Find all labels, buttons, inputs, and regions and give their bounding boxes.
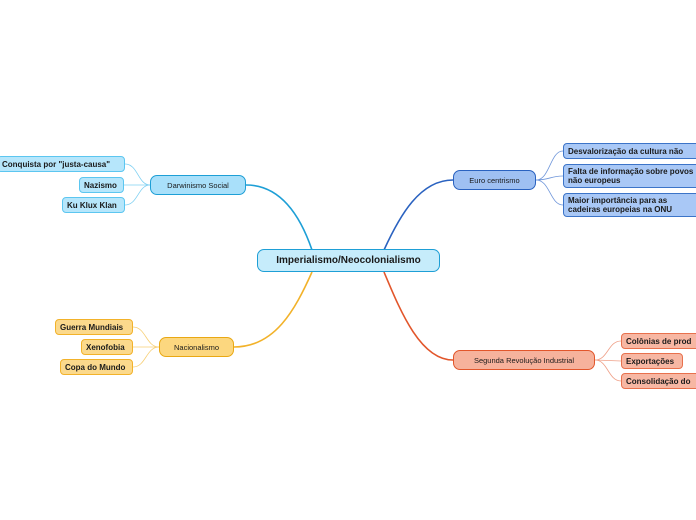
link-root-euro	[383, 179, 454, 251]
subtopic-nazismo[interactable]: Nazismo	[79, 177, 124, 193]
topic-nacionalismo[interactable]: Nacionalismo	[159, 337, 234, 357]
link-nacionalismo-0	[132, 326, 160, 348]
link-darwinismo-2	[124, 184, 151, 206]
subtopic-guerra-mundiais[interactable]: Guerra Mundiais	[55, 319, 133, 335]
subtopic-conquista[interactable]: Conquista por "justa-causa"	[0, 156, 125, 172]
root-topic[interactable]: Imperialismo/Neocolonialismo	[257, 249, 440, 272]
subtopic-xenofobia[interactable]: Xenofobia	[81, 339, 133, 355]
link-revolucao-2	[594, 359, 622, 382]
topic-euro-centrismo[interactable]: Euro centrismo	[453, 170, 536, 190]
link-darwinismo-0	[124, 163, 151, 186]
link-euro-2	[535, 179, 564, 206]
link-revolucao-1	[594, 359, 622, 362]
subtopic-maior-importancia[interactable]: Maior importância para as cadeiras europ…	[563, 193, 696, 217]
link-root-revolucao	[383, 271, 454, 361]
subtopic-desvalorizacao-cultura[interactable]: Desvalorização da cultura não	[563, 143, 696, 159]
subtopic-ku-klux-klan[interactable]: Ku Klux Klan	[62, 197, 125, 213]
link-nacionalismo-2	[132, 346, 160, 368]
subtopic-colonias-producao[interactable]: Colônias de prod	[621, 333, 696, 349]
subtopic-falta-informacao[interactable]: Falta de informação sobre povos não euro…	[563, 164, 696, 188]
link-root-darwinismo	[245, 184, 313, 251]
topic-darwinismo-social[interactable]: Darwinismo Social	[150, 175, 246, 195]
link-euro-0	[535, 150, 564, 181]
topic-segunda-revolucao-industrial[interactable]: Segunda Revolução Industrial	[453, 350, 595, 370]
link-revolucao-0	[594, 340, 622, 361]
link-root-nacionalismo	[233, 271, 313, 348]
subtopic-consolidacao[interactable]: Consolidação do	[621, 373, 696, 389]
subtopic-copa-do-mundo[interactable]: Copa do Mundo	[60, 359, 133, 375]
link-euro-1	[535, 175, 564, 181]
subtopic-exportacoes[interactable]: Exportações	[621, 353, 683, 369]
